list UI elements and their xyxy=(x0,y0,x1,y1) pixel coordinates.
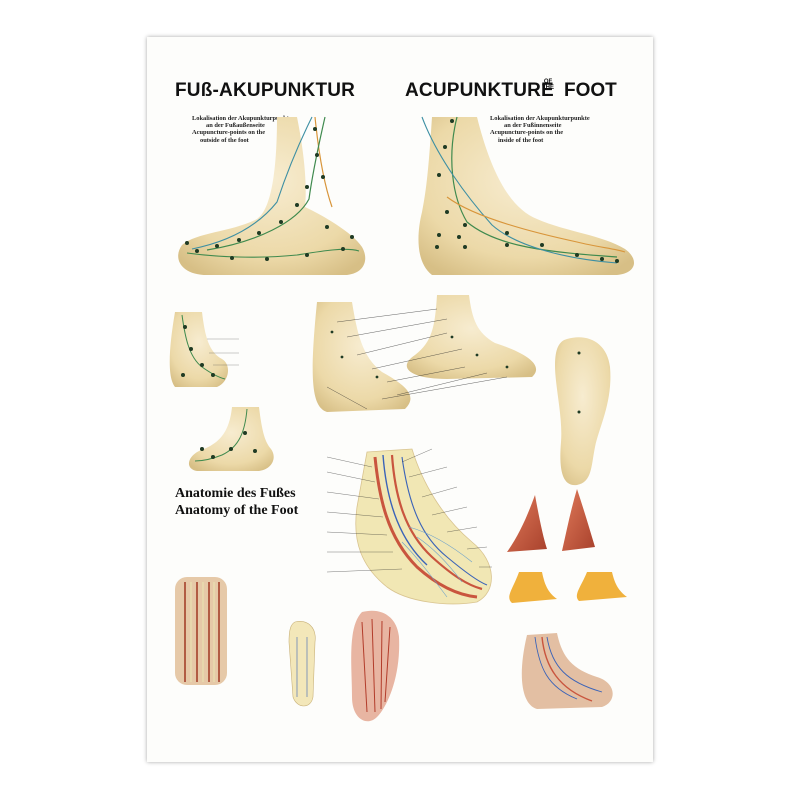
small-foot-illustration-2 xyxy=(188,407,274,471)
title-foot: FOOT xyxy=(564,80,617,101)
title-the: THE xyxy=(542,85,554,91)
foot-outside-illustration xyxy=(178,116,366,275)
title-of: OF xyxy=(543,79,553,85)
caption-outside-en-2: outside of the foot xyxy=(200,136,249,144)
foot-sole-illustration xyxy=(555,337,611,486)
caption-inside: Lokalisation der Akupunkturpunkte an der… xyxy=(490,115,590,144)
caption-inside-en-2: inside of the foot xyxy=(498,136,544,144)
caption-outside-en-1: Acupuncture-points on the xyxy=(192,129,266,137)
muscle-illustration-1 xyxy=(507,489,595,552)
anatomy-poster: FUß-AKUPUNKTUR ACUPUNKTURE OF THE FOOT L… xyxy=(147,37,653,762)
anatomy-illustration xyxy=(326,448,492,605)
anatomy-heading: Anatomie des Fußes Anatomy of the Foot xyxy=(175,485,298,519)
title-german: FUß-AKUPUNKTUR xyxy=(175,80,356,101)
title-english: ACUPUNKTURE xyxy=(405,80,554,101)
muscle-illustration-2 xyxy=(509,572,627,603)
caption-inside-de-1: Lokalisation der Akupunkturpunkte xyxy=(490,115,590,122)
title-of-the: OF THE xyxy=(542,79,554,91)
ankle-anatomy-illustration xyxy=(521,633,613,709)
caption-outside: Lokalisation der Akupunkturpunkte an der… xyxy=(192,115,292,144)
tendon-illustration xyxy=(175,577,227,685)
caption-inside-de-2: an der Fußinnenseite xyxy=(504,122,562,130)
caption-inside-en-1: Acupuncture-points on the xyxy=(490,129,564,137)
foot-inside-illustration xyxy=(418,116,635,275)
small-foot-illustration-1 xyxy=(169,312,239,387)
caption-outside-de-2: an der Fußaußenseite xyxy=(206,122,265,130)
illustrations xyxy=(169,116,635,722)
caption-outside-de-1: Lokalisation der Akupunkturpunkte xyxy=(192,115,292,122)
sole-muscle-illustration xyxy=(351,610,400,722)
anatomy-heading-de: Anatomie des Fußes xyxy=(175,486,296,501)
anatomy-heading-en: Anatomy of the Foot xyxy=(175,503,299,518)
reflex-feet-illustration xyxy=(312,295,537,412)
bone-illustration xyxy=(288,621,316,707)
